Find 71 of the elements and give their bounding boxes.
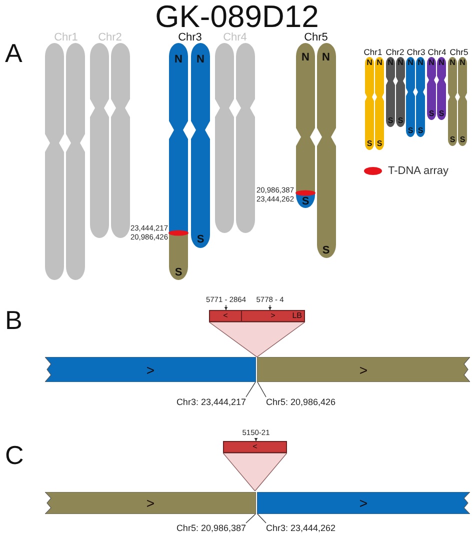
arrow (268, 304, 272, 310)
arm-label: S (418, 127, 424, 135)
junction-label: Chr5: 20,986,387 (156, 522, 246, 534)
chromosome-label: Chr4 (223, 32, 247, 44)
arm-label: S (302, 196, 310, 208)
arm-label: N (418, 59, 424, 67)
junction-label: Chr3: 23,444,262 (266, 522, 356, 534)
arm-label: S (398, 117, 404, 125)
arm-label: N (450, 59, 456, 67)
t-dna-segment (209, 310, 242, 322)
arm-label: N (388, 59, 394, 67)
chromosome-segment (45, 357, 256, 382)
insertion-wedge (223, 453, 287, 491)
leader-line (257, 382, 266, 398)
arm-label: S (450, 136, 456, 144)
chromosome-segment (257, 492, 470, 514)
arm-label: S (376, 140, 382, 148)
arm-label: N (174, 54, 182, 66)
arm-label: N (196, 54, 204, 66)
chromosome-label: Chr2 (386, 48, 404, 56)
chromosome-segment (45, 492, 256, 514)
arrow (224, 304, 228, 310)
arm-label: S (322, 246, 330, 256)
chromosome-label: Chr1 (54, 32, 78, 44)
arm-label: N (428, 59, 434, 67)
border-label: LB (292, 312, 302, 320)
panel-letter: C (5, 442, 24, 468)
t-dna-segment (241, 310, 305, 322)
arm-label: S (388, 117, 394, 125)
junction-label: Chr5: 20,986,426 (266, 396, 356, 408)
chromosome-label: Chr3 (406, 48, 426, 56)
arm-label: N (438, 59, 444, 67)
arm-label: S (460, 136, 466, 144)
arm-label: N (376, 59, 382, 67)
chromosome-label: Chr3 (178, 32, 202, 44)
strand-chevron: > (146, 496, 155, 510)
leader-line (246, 514, 256, 524)
leader-line (246, 382, 256, 398)
panel-letter: A (5, 40, 22, 66)
strand-sign: < (252, 443, 258, 451)
chromosome-label: Chr2 (98, 32, 122, 44)
strand-chevron: > (146, 362, 155, 376)
arm-label: S (366, 140, 372, 148)
arm-label: N (322, 52, 330, 64)
diagram-title: GK-089D12 (154, 0, 319, 34)
strand-sign: < (223, 312, 228, 320)
strand-sign: > (270, 312, 276, 320)
arm-label: N (460, 59, 466, 67)
arrow (254, 438, 258, 442)
arm-label: S (196, 234, 204, 246)
arm-label: S (408, 127, 414, 135)
arm-label: N (408, 59, 414, 67)
chromosome-label: Chr5 (450, 48, 468, 56)
arm-label: N (302, 52, 310, 64)
chromosome-label: Chr5 (304, 32, 328, 44)
panel-letter: B (5, 307, 22, 333)
chromosome-segment (257, 357, 470, 382)
arm-label: N (398, 59, 404, 67)
t-dna-segment (223, 441, 287, 453)
leader-line (257, 514, 266, 524)
chromosome-label: Chr1 (364, 48, 382, 56)
arm-label: N (366, 59, 372, 67)
arm-label: S (174, 268, 182, 278)
insertion-wedge (209, 322, 305, 357)
chromosome-label: Chr4 (428, 48, 446, 56)
arm-label: S (438, 110, 444, 118)
strand-chevron: > (359, 362, 368, 376)
legend-label: T-DNA array (388, 164, 449, 178)
junction-label: Chr3: 23,444,217 (156, 396, 246, 408)
strand-chevron: > (359, 496, 368, 510)
arm-label: S (428, 110, 434, 118)
